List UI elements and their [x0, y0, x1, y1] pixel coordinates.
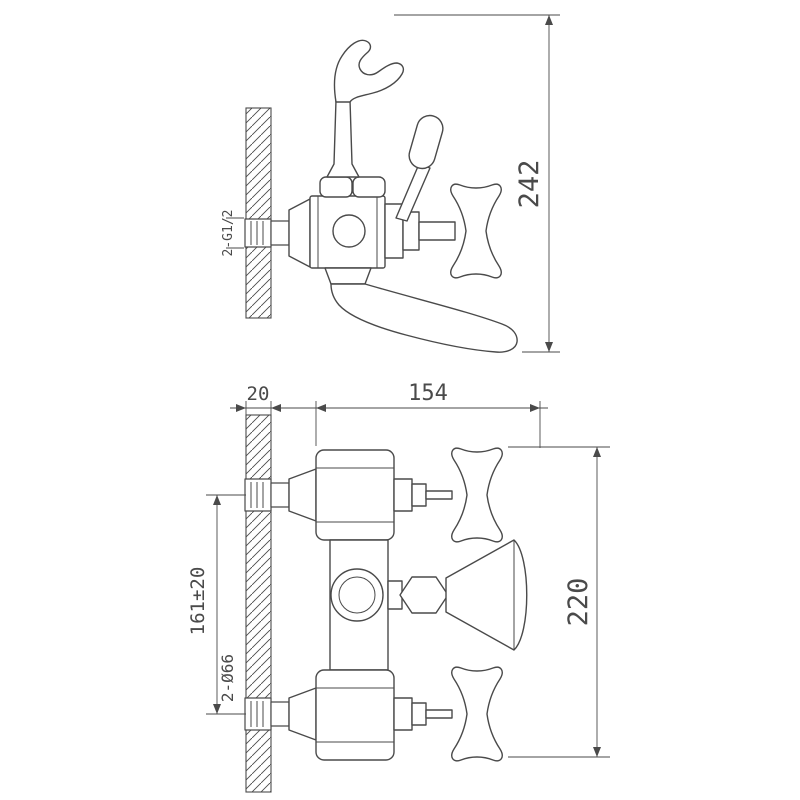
- wall-section-front: [244, 414, 272, 793]
- union-neck-top: [270, 482, 290, 508]
- spout-side: [330, 283, 518, 353]
- cross-handle-bottom: [451, 666, 503, 762]
- dimension-242: 242: [394, 14, 560, 353]
- dim-242-label: 242: [514, 160, 545, 209]
- flange-diameter-label: 2-Ø66: [218, 654, 237, 702]
- holder-nut-left: [319, 176, 353, 198]
- wall-nipple: [244, 218, 272, 248]
- handle-stem-top: [425, 490, 453, 500]
- dimension-161: 161±20: [187, 494, 246, 715]
- union-neck-bottom: [270, 701, 290, 727]
- body-cap-circle: [332, 214, 366, 248]
- bonnet-top: [393, 478, 413, 512]
- bonnet-ring-top: [411, 483, 427, 507]
- escutcheon-top: [288, 468, 317, 522]
- front-view: 20 154 161±20 2-Ø66 220: [187, 381, 610, 793]
- spout-bell: [445, 539, 528, 651]
- handle-stem-bottom: [425, 709, 453, 719]
- holder-nut-right: [352, 176, 386, 198]
- dim-154-label: 154: [408, 381, 448, 406]
- spout-neck: [324, 267, 372, 285]
- dimension-220: 220: [508, 446, 610, 758]
- faucet-side-profile: [270, 39, 518, 353]
- thread-label: 2-G1/2: [221, 210, 236, 257]
- lever-grip: [408, 114, 444, 170]
- escutcheon-bottom: [288, 687, 317, 741]
- thread-label-group: 2-G1/2: [221, 210, 244, 257]
- handshower-hook: [333, 39, 405, 103]
- bonnet-bottom: [393, 697, 413, 731]
- dim-161-label: 161±20: [187, 567, 209, 636]
- valve-block-top: [315, 449, 395, 541]
- cross-handle-side: [450, 183, 502, 279]
- cross-handle-top: [451, 447, 503, 543]
- dimension-20-154: 20 154: [230, 381, 548, 448]
- valve-block-bottom: [315, 669, 395, 761]
- wall-section-side: [244, 107, 272, 319]
- escutcheon-side: [288, 198, 311, 268]
- dim-20-label: 20: [247, 383, 270, 405]
- faucet-front-profile: [270, 447, 528, 762]
- union-neck: [270, 220, 290, 246]
- wall-nipple-bottom: [244, 697, 272, 731]
- dim-220-label: 220: [563, 578, 594, 627]
- diverter-circle-inner: [338, 576, 376, 614]
- lever-arm: [395, 163, 431, 222]
- handle-stem-side: [418, 221, 456, 241]
- bonnet-ring-bottom: [411, 702, 427, 726]
- holder-column: [326, 99, 360, 178]
- wall-nipple-top: [244, 478, 272, 512]
- spout-hex-nut: [399, 576, 449, 614]
- side-view: 2-G1/2: [221, 14, 560, 353]
